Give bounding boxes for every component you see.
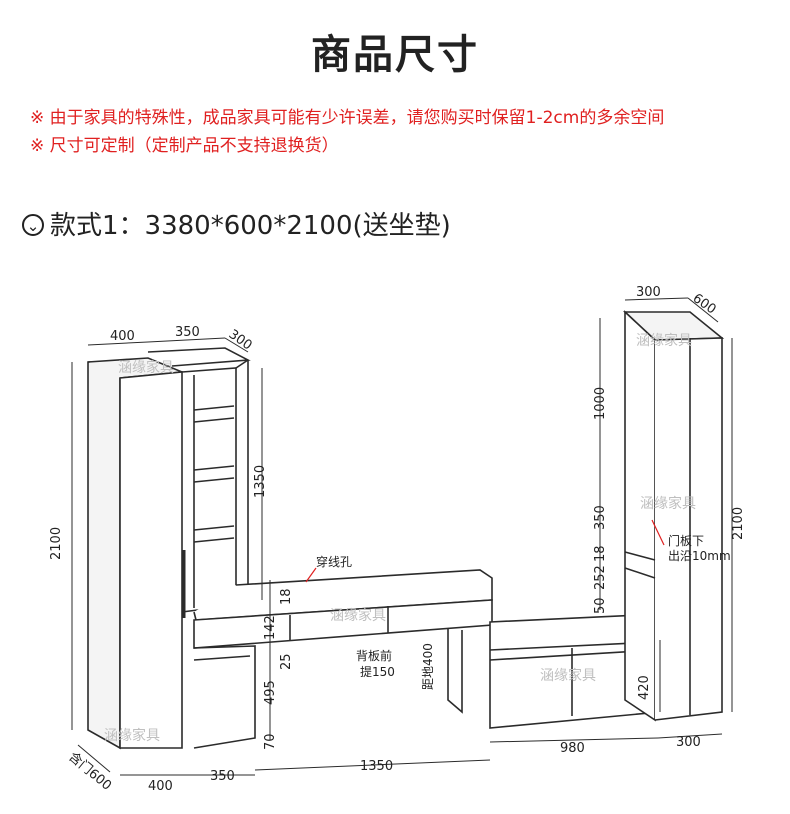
dim-left-2100: 2100: [49, 527, 64, 560]
label-door-bottom-1: 门板下: [668, 533, 704, 548]
style-heading: ⌄ 款式1：3380*600*2100(送坐垫): [22, 205, 451, 242]
label-floor-dist: 距地400: [421, 643, 435, 690]
dim-right-420: 420: [637, 675, 652, 700]
shelf-board-1: [193, 405, 235, 423]
circle-chevron-down-icon: ⌄: [22, 214, 44, 236]
label-cable-hole: 穿线孔: [316, 554, 352, 569]
watermark-2: 涵缘家具: [330, 607, 386, 624]
dim-desk-495: 495: [263, 680, 278, 705]
label-door-bottom-2: 出沿10mm: [668, 549, 731, 563]
dim-right-50: 50: [593, 597, 608, 614]
desk-cabinet: [193, 645, 256, 749]
dim-bottom-1350: 1350: [360, 759, 393, 774]
dim-bottom-300: 300: [676, 735, 701, 750]
desk-leg: [447, 628, 463, 714]
wardrobe-front: [119, 371, 183, 749]
watermark-3: 涵缘家具: [540, 667, 596, 684]
watermark-5: 涵缘家具: [640, 495, 696, 512]
dim-right-18: 18: [593, 545, 608, 562]
shelf-board-3: [193, 525, 235, 543]
dim-right-252: 252: [593, 565, 608, 590]
note-tolerance: ※ 由于家具的特殊性，成品家具可能有少许误差，请您购买时保留1-2cm的多余空间: [30, 108, 665, 128]
dim-shelf-1350: 1350: [253, 465, 268, 498]
shelf-board-2: [193, 465, 235, 483]
dim-top-400: 400: [110, 329, 135, 344]
right-cabinet-side: [624, 310, 656, 722]
note-custom: ※ 尺寸可定制（定制产品不支持退换货）: [30, 136, 339, 156]
dimension-lines: [71, 297, 733, 776]
dim-bottom-400: 400: [148, 779, 173, 794]
furniture-outline: [87, 310, 725, 750]
dim-bottom-350: 350: [210, 769, 235, 784]
dim-right-top-300: 300: [636, 285, 661, 300]
dim-top-350: 350: [175, 325, 200, 340]
dim-bottom-980: 980: [560, 741, 585, 756]
watermark-4: 涵缘家具: [636, 332, 692, 349]
shelf-body: [181, 367, 237, 613]
dim-right-2100: 2100: [731, 507, 746, 540]
page-title: 商品尺寸: [311, 32, 479, 78]
dim-right-350: 350: [593, 505, 608, 530]
label-back-2: 提150: [360, 664, 395, 679]
label-back-1: 背板前: [356, 648, 392, 663]
shelf-top: [147, 347, 251, 367]
desk-top: [193, 569, 493, 621]
dim-desk-25: 25: [279, 653, 294, 670]
dim-right-top-600: 600: [690, 291, 719, 318]
watermark-6: 涵缘家具: [104, 727, 160, 744]
dim-right-1000: 1000: [593, 387, 608, 420]
dim-desk-18: 18: [279, 588, 294, 605]
right-cabinet-front: [654, 337, 723, 721]
wardrobe-side: [87, 361, 121, 750]
dim-desk-70: 70: [263, 733, 278, 750]
watermark-1: 涵缘家具: [118, 359, 174, 376]
style-label: 款式1：3380*600*2100(送坐垫): [50, 211, 451, 241]
dim-desk-142: 142: [263, 615, 278, 640]
dim-top-300: 300: [226, 327, 255, 354]
